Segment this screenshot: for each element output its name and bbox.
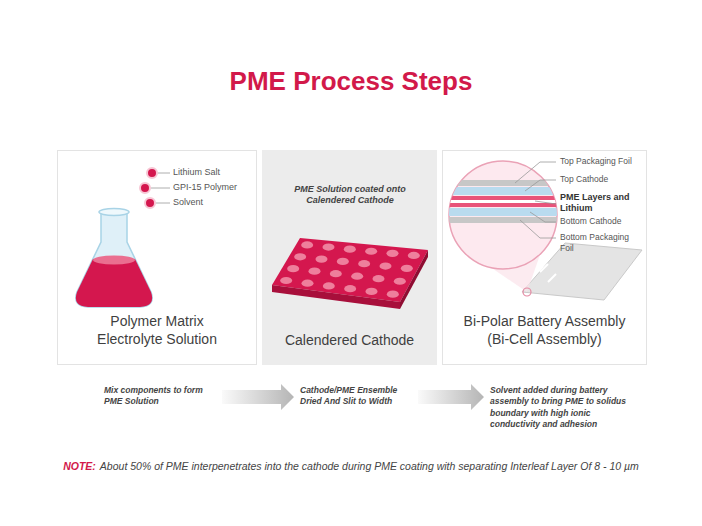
step-panel: Bi-Polar Battery Assembly (Bi-Cell Assem… (442, 150, 647, 365)
tray-hole (323, 282, 335, 289)
tray-hole (380, 262, 392, 269)
tray-hole (309, 268, 321, 275)
tray-hole (373, 275, 385, 282)
layer-label: Top Packaging Foil (560, 156, 645, 167)
panel-ground (262, 150, 437, 365)
step-caption-text: Mix components to form PME Solution (104, 385, 216, 408)
zoom-spot (523, 288, 531, 296)
tray-hole (330, 270, 342, 277)
tray-hole (337, 258, 349, 265)
note-line: NOTE: About 50% of PME interpenetrates in… (0, 460, 702, 472)
process-note: PME Solution coated onto Calendered Cath… (280, 184, 420, 207)
tray-hole (287, 265, 299, 272)
step-caption: Mix components to form PME Solution (104, 385, 216, 425)
title: PME Process Steps (0, 66, 702, 97)
tray-hole (294, 253, 306, 260)
layer-label: PME Layers and Lithium (560, 192, 640, 215)
cathode-tray (272, 238, 428, 309)
tray-hole (302, 280, 314, 287)
process-arrow (222, 384, 294, 410)
tray-hole (280, 277, 292, 284)
leader-line (515, 162, 556, 238)
component-label: GPI-15 Polymer (173, 182, 253, 193)
component-label: Solvent (173, 197, 253, 208)
component-label: Lithium Salt (173, 167, 253, 178)
panel-label: Bi-Polar Battery Assembly (Bi-Cell Assem… (452, 312, 637, 348)
note-tag: NOTE: (63, 460, 96, 472)
layer-label: Top Cathode (560, 174, 645, 185)
tray-hole (387, 291, 399, 298)
tray-hole (351, 273, 363, 280)
tray-hole (366, 288, 378, 295)
tray-hole (344, 285, 356, 292)
tray-hole (358, 260, 370, 267)
tray-hole (401, 265, 413, 272)
layer-label: Bottom Packaging Foil (560, 232, 645, 253)
panel-label: Polymer Matrix Electrolyte Solution (77, 312, 237, 348)
layer-label: Bottom Cathode (560, 216, 645, 227)
layer-stack (440, 180, 570, 223)
process-arrow (418, 384, 484, 410)
tray-hole (316, 255, 328, 262)
tray-hole (301, 241, 313, 248)
panel-label: Calendered Cathode (285, 331, 414, 349)
note-text: About 50% of PME interpenetrates into th… (100, 460, 639, 472)
tray-hole (394, 278, 406, 285)
flask (76, 209, 152, 308)
step-caption-text: Cathode/PME Ensemble Dried And Slit to W… (300, 385, 412, 408)
leader-line (151, 173, 170, 203)
tray-hole (408, 252, 420, 259)
step-caption: Solvent added during battery assembly to… (490, 385, 640, 445)
tray-hole (344, 246, 356, 253)
tray-hole (323, 243, 335, 250)
step-caption-text: Solvent added during battery assembly to… (490, 385, 640, 431)
step-panel: Calendered Cathode (262, 150, 437, 365)
tray-hole (387, 250, 399, 257)
step-caption: Cathode/PME Ensemble Dried And Slit to W… (300, 385, 412, 425)
tray-hole (365, 248, 377, 255)
